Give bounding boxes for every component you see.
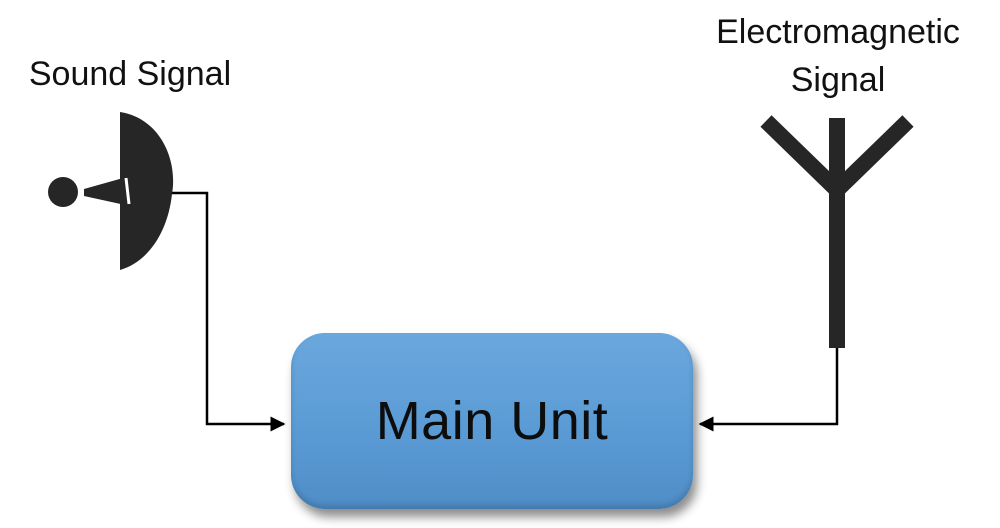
main-unit-box: Main Unit [291,333,693,509]
electromagnetic-signal-label-line1: Electromagnetic [716,13,960,51]
electromagnetic-signal-label: Electromagnetic Signal [688,8,988,104]
main-unit-label: Main Unit [375,391,609,451]
antenna-mast [829,118,845,348]
parabolic-microphone-icon [48,112,174,270]
em-signal-connector [698,348,839,432]
microphone-dish-gap [124,177,131,205]
sound-signal-connector [172,191,286,432]
antenna-left-arm [760,115,843,196]
microphone-source-dot [48,177,78,207]
electromagnetic-signal-label-line2: Signal [790,61,886,99]
antenna-icon [760,115,914,348]
microphone-cone [84,176,130,206]
microphone-dish [120,112,174,270]
sound-signal-label: Sound Signal [28,55,232,93]
antenna-right-arm [831,115,914,196]
